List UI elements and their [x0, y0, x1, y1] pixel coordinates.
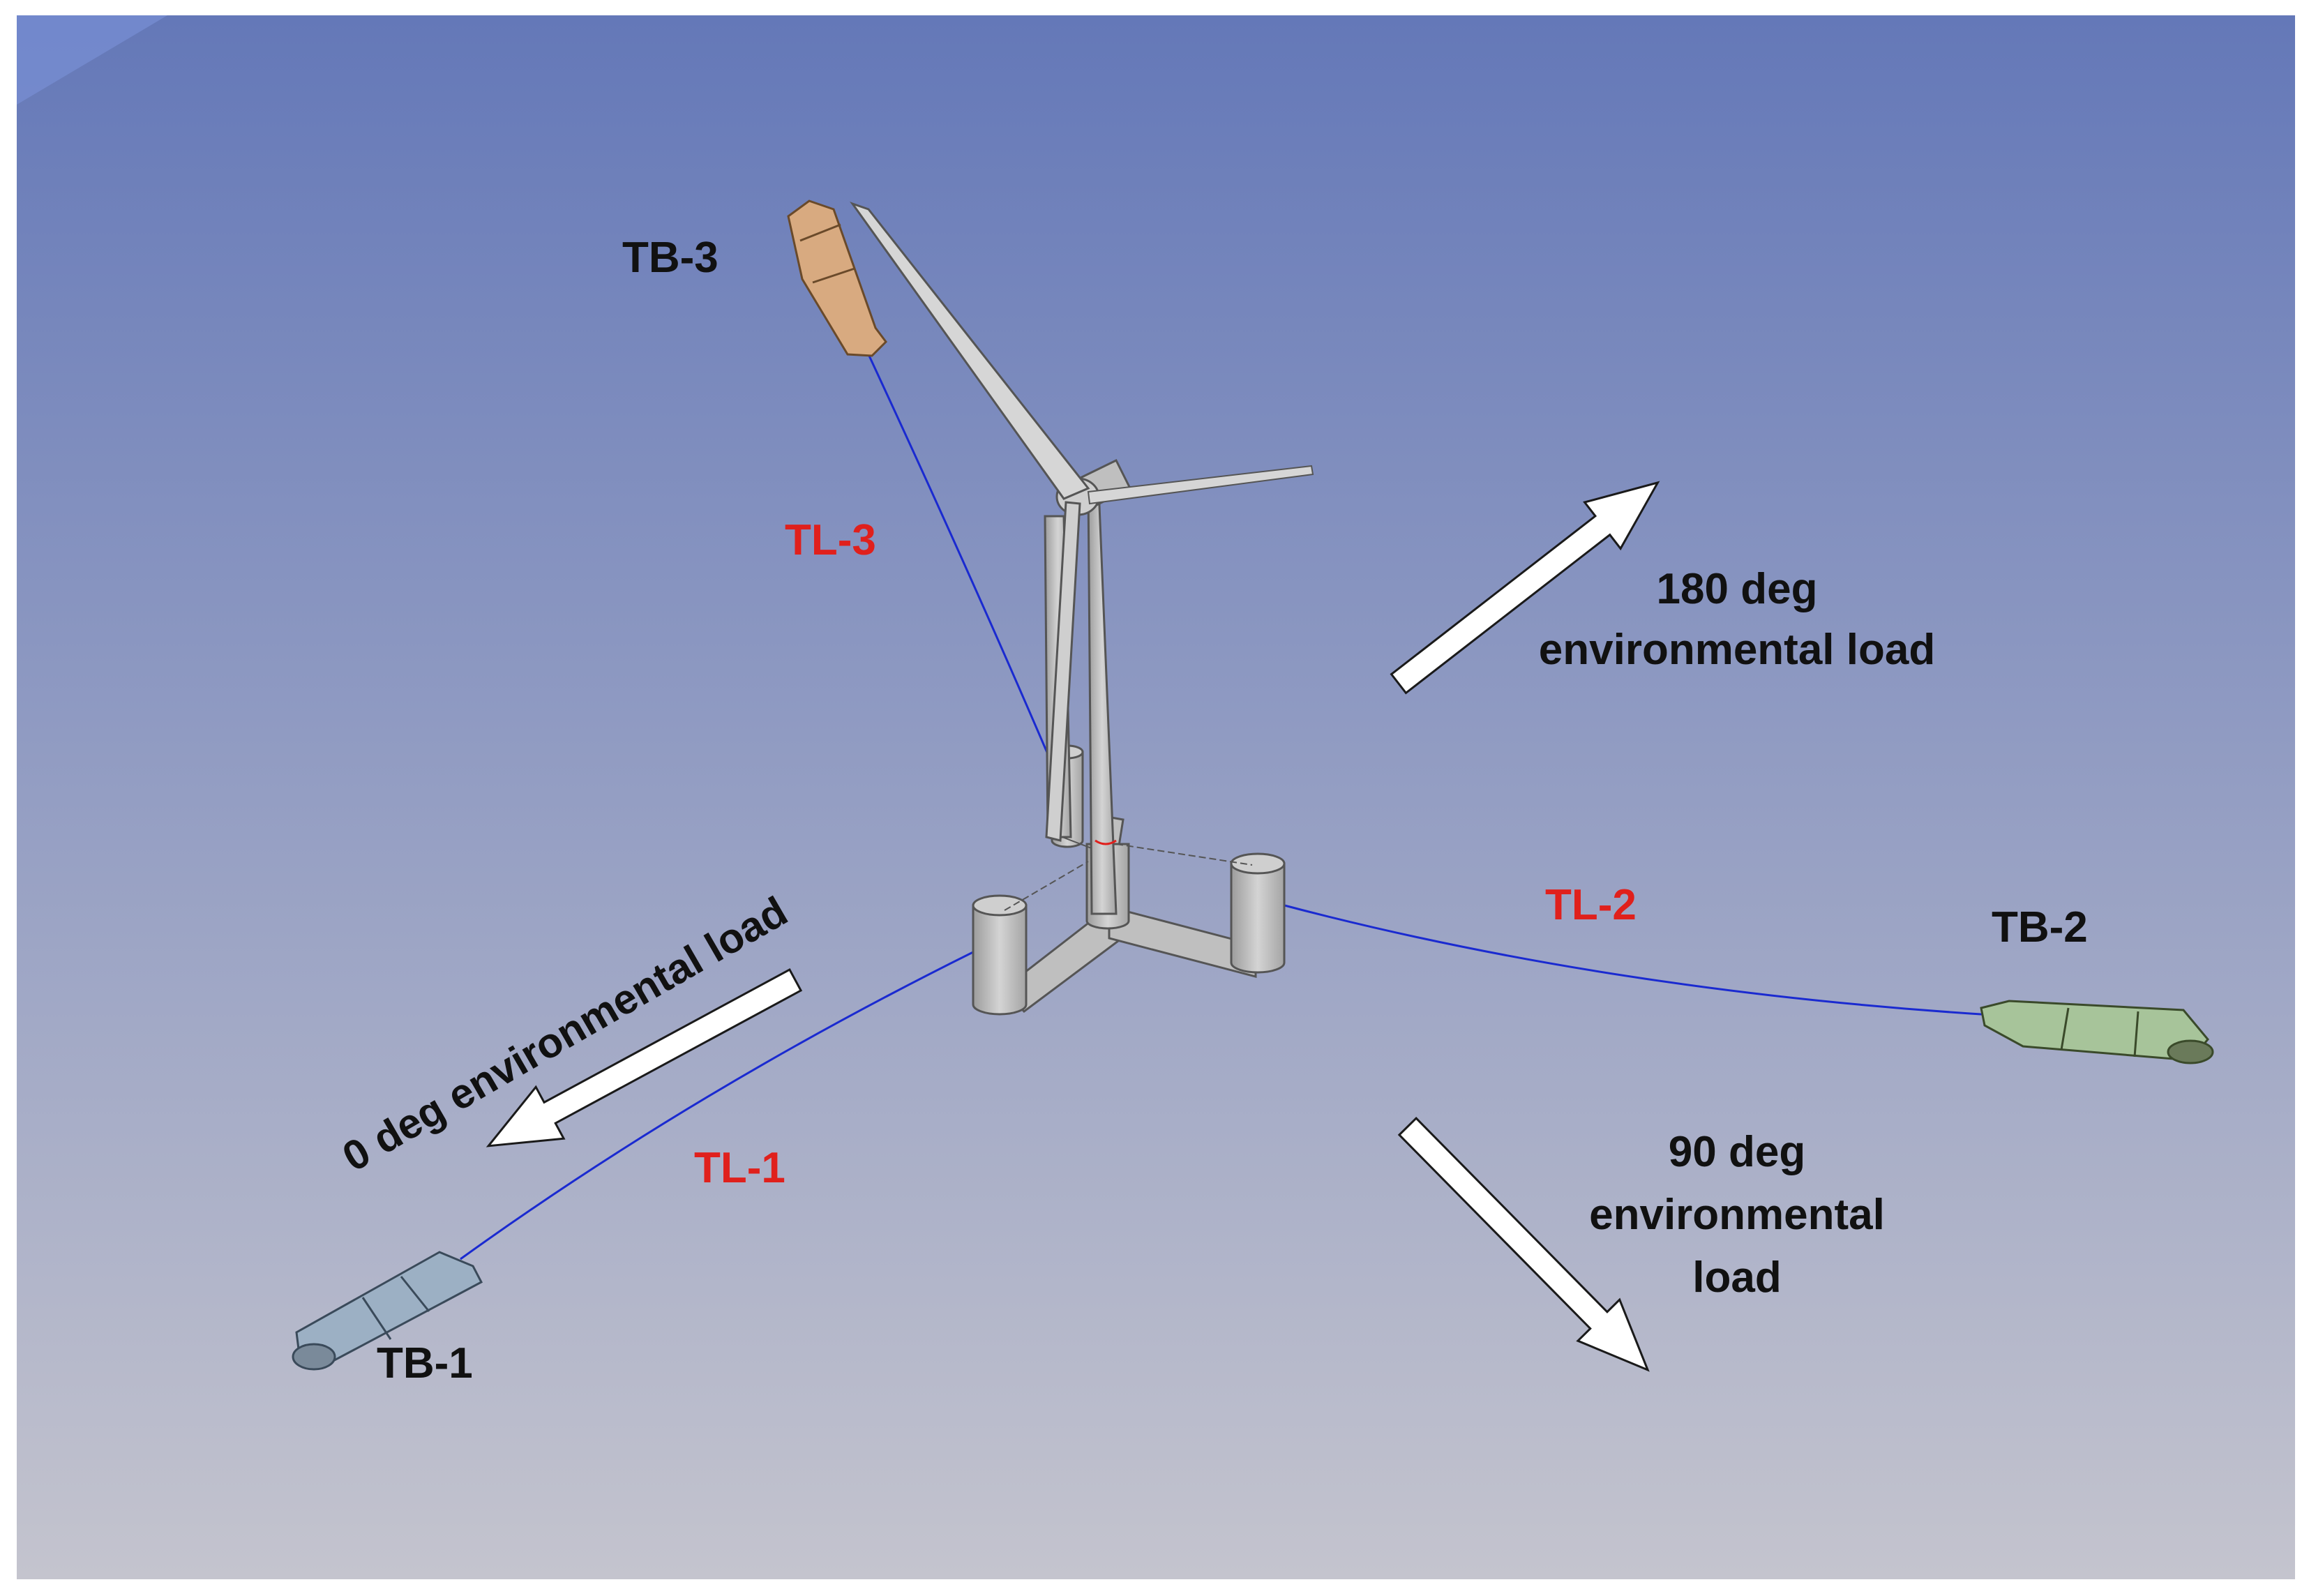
- label-tl3: TL-3: [785, 516, 876, 564]
- label-tb2: TB-2: [1992, 903, 2088, 951]
- corner-highlight: [17, 15, 167, 105]
- tether-labels: TL-3 TL-2 TL-1: [694, 516, 1637, 1192]
- blade-down: [1045, 501, 1081, 842]
- arrow-90-deg: [1397, 1116, 1650, 1372]
- label-load-90-line1: 90 deg: [1669, 1128, 1805, 1176]
- tb3-hull: [787, 200, 887, 357]
- label-load-180-line1: 180 deg: [1657, 565, 1818, 613]
- arrow-180-deg: [1390, 481, 1660, 695]
- tether-line-1: [460, 947, 981, 1260]
- label-tl2: TL-2: [1545, 881, 1637, 929]
- label-load-180-line2: environmental load: [1539, 626, 1935, 674]
- tether-line-3: [867, 354, 1051, 760]
- tethered-body-1: [292, 1251, 483, 1371]
- tethered-body-3: [787, 200, 887, 357]
- column-right-top: [1230, 852, 1286, 875]
- label-tb1: TB-1: [377, 1339, 473, 1387]
- tether-line-2: [1276, 902, 1992, 1016]
- blade-upper: [850, 202, 1090, 500]
- load-arrows: [486, 481, 1660, 1372]
- tethered-body-2: [1980, 1000, 2214, 1064]
- floating-wind-turbine: [850, 202, 1314, 1016]
- arrow-0-deg: [486, 968, 803, 1147]
- column-left-top: [972, 894, 1028, 917]
- mooring-point-marker: [1095, 839, 1117, 845]
- blade-right: [1087, 465, 1314, 505]
- label-load-90-line2: environmental: [1589, 1191, 1885, 1239]
- tether-lines: [460, 354, 1992, 1260]
- label-tl1: TL-1: [694, 1144, 785, 1192]
- tb2-stern: [2167, 1039, 2214, 1064]
- tb1-stern: [292, 1343, 336, 1371]
- label-load-90-line3: load: [1692, 1254, 1781, 1302]
- column-right: [1230, 862, 1286, 974]
- column-left: [972, 904, 1028, 1016]
- label-tb3: TB-3: [622, 234, 719, 282]
